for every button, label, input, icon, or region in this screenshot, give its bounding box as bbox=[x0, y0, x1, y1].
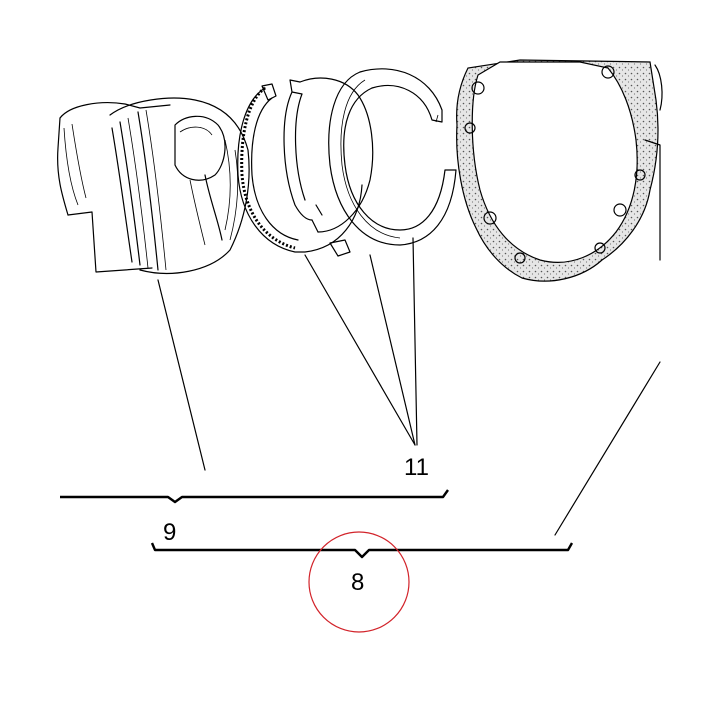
callout-ring-set: 11 bbox=[404, 454, 429, 481]
piston-part bbox=[57, 97, 250, 274]
leader-ring-set bbox=[304, 237, 418, 446]
gasket-part bbox=[456, 59, 663, 282]
piston-ring-set bbox=[237, 68, 457, 257]
bracket-piston-group bbox=[60, 489, 449, 504]
callout-piston: 9 bbox=[163, 519, 177, 546]
bracket-assembly bbox=[150, 542, 574, 559]
leader-piston bbox=[157, 279, 206, 471]
highlight-circle bbox=[308, 531, 410, 633]
leader-gasket bbox=[554, 361, 661, 536]
callout-assembly: 8 bbox=[351, 569, 365, 596]
